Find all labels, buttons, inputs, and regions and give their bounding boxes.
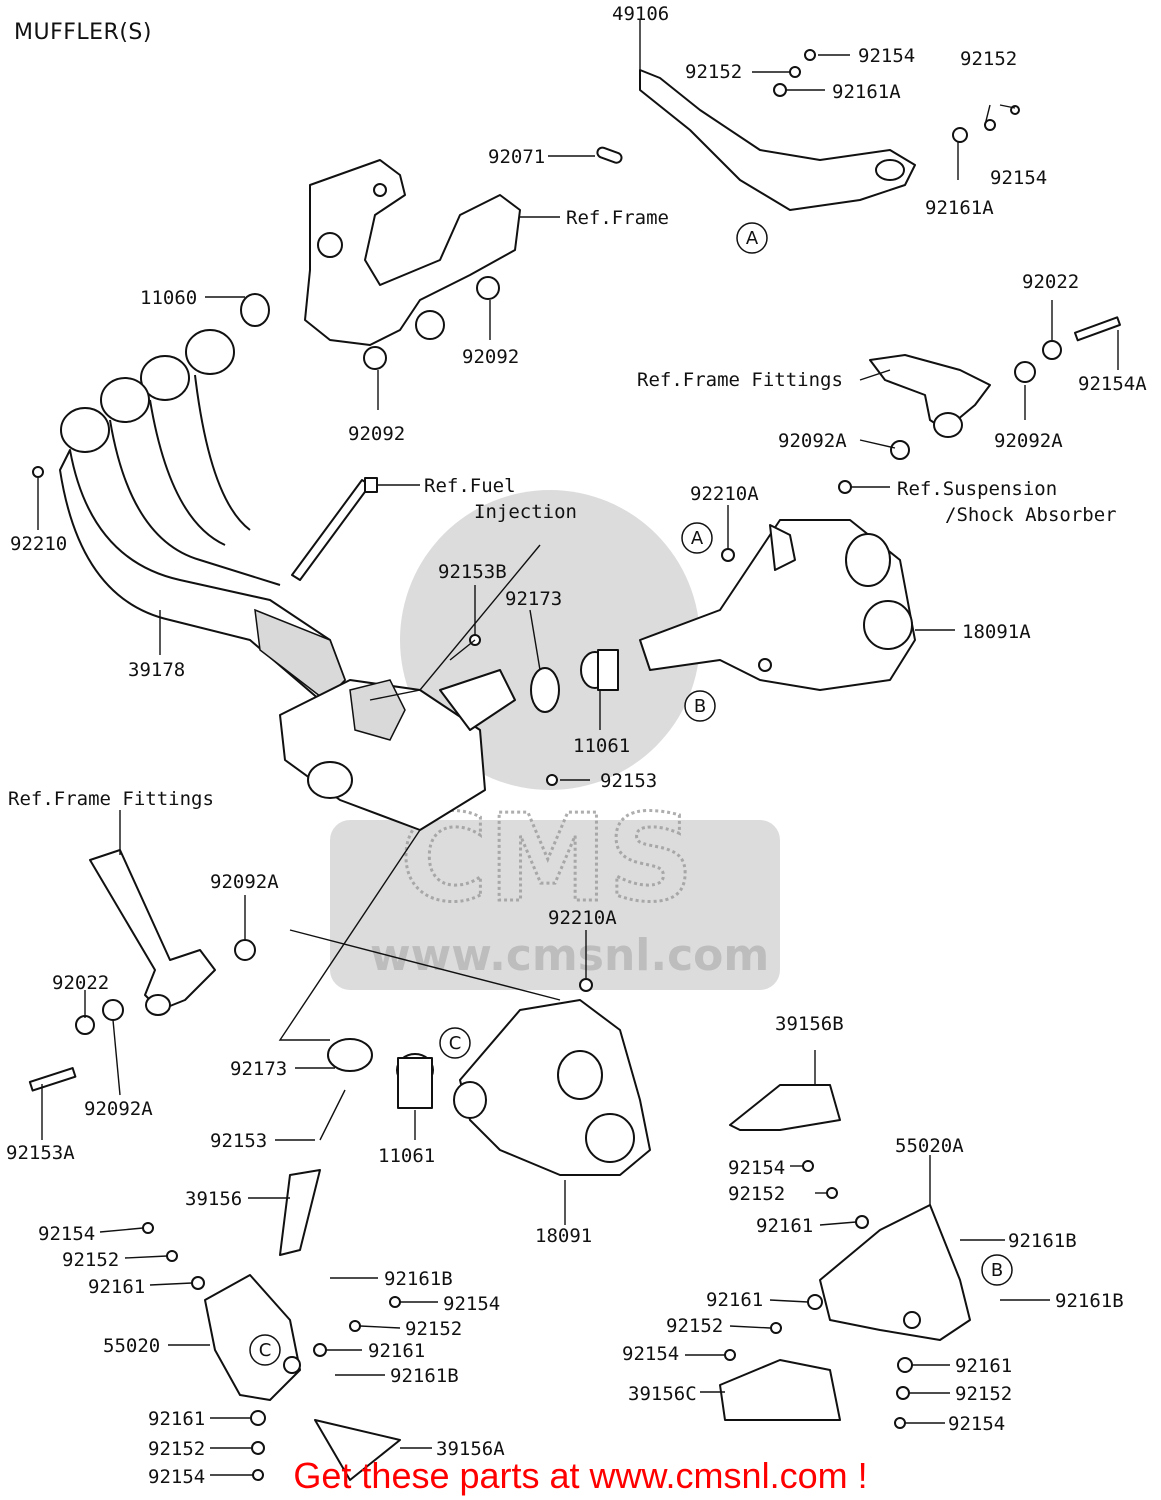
part-label: 92154: [443, 1293, 500, 1315]
pre-muffler-chamber: [279, 669, 516, 831]
part-label: 39156A: [436, 1438, 505, 1460]
clamp-lower: [319, 1038, 434, 1141]
part-label: Ref.Frame Fittings: [8, 788, 214, 810]
reference-marker: C: [259, 1340, 272, 1361]
part-label: 92210A: [548, 907, 617, 929]
heat-cover-49106: [596, 49, 1020, 211]
part-label: 11060: [140, 287, 197, 309]
part-label: 92152: [960, 48, 1017, 70]
part-label: 92154: [858, 45, 915, 67]
part-label: 92152: [666, 1315, 723, 1337]
reference-marker: B: [991, 1260, 1003, 1281]
part-label: Ref.Fuel: [424, 475, 516, 497]
part-label: 92154: [38, 1223, 95, 1245]
frame-fittings-upper: [838, 316, 1121, 494]
part-label: 92161B: [390, 1365, 459, 1387]
part-label: Injection: [474, 501, 577, 523]
frame-reference: [304, 159, 521, 370]
callout-labels: 49106 92154 92152 92152 92161A 92071 921…: [6, 3, 1147, 1488]
part-label: 92161A: [925, 197, 994, 219]
leader-lines: [37, 20, 1119, 1476]
part-label: 92022: [52, 972, 109, 994]
part-label: 92161B: [384, 1268, 453, 1290]
part-label: 92153A: [6, 1142, 75, 1164]
part-label: /Shock Absorber: [945, 504, 1117, 526]
part-label: 39178: [128, 659, 185, 681]
part-label: Ref.Frame Fittings: [637, 369, 843, 391]
reference-marker: A: [691, 528, 704, 549]
fasteners: [32, 466, 913, 1481]
part-label: 92152: [405, 1318, 462, 1340]
part-label: 92161: [756, 1215, 813, 1237]
part-label: 92210A: [690, 483, 759, 505]
page-title: MUFFLER(S): [14, 20, 152, 45]
part-label: 92092A: [210, 871, 279, 893]
part-label: 92161: [706, 1289, 763, 1311]
part-label: 92153B: [438, 561, 507, 583]
exhaust-header-39178: [59, 293, 346, 701]
part-label: 92092A: [84, 1098, 153, 1120]
part-label: 92092A: [778, 430, 847, 452]
part-label: 92092: [348, 423, 405, 445]
part-label: 92154: [148, 1466, 205, 1488]
part-label: Ref.Suspension: [897, 478, 1057, 500]
part-label: 49106: [612, 3, 669, 25]
part-label: 92161B: [1055, 1290, 1124, 1312]
part-label: 92161B: [1008, 1230, 1077, 1252]
part-label: 92152: [148, 1438, 205, 1460]
frame-fittings-lower: [28, 849, 256, 1092]
part-label: 92161A: [832, 81, 901, 103]
part-label: 92154: [622, 1343, 679, 1365]
muffler-18091: [453, 978, 651, 1176]
part-label: Ref.Frame: [566, 207, 669, 229]
part-label: 92154: [728, 1157, 785, 1179]
part-label: 92210: [10, 533, 67, 555]
cover-55020A: [719, 1084, 971, 1421]
watermark-url: www.cmsnl.com: [370, 930, 769, 981]
part-label: 92161: [955, 1355, 1012, 1377]
part-label: 92152: [685, 61, 742, 83]
part-label: 11061: [378, 1145, 435, 1167]
part-label: 39156B: [775, 1013, 844, 1035]
part-label: 39156: [185, 1188, 242, 1210]
part-label: 92154: [948, 1413, 1005, 1435]
part-label: 18091A: [962, 621, 1031, 643]
part-label: 92153: [210, 1130, 267, 1152]
part-label: 92153: [600, 770, 657, 792]
reference-marker: C: [449, 1033, 462, 1054]
part-label: 92092A: [994, 430, 1063, 452]
muffler-18091A: [639, 519, 916, 691]
cover-55020: [204, 1169, 401, 1481]
clamp-upper: [449, 634, 619, 713]
part-label: 92152: [955, 1383, 1012, 1405]
reference-marker: A: [746, 228, 759, 249]
part-label: 92154: [990, 167, 1047, 189]
part-label: 92173: [230, 1058, 287, 1080]
part-label: 92161: [148, 1408, 205, 1430]
part-label: 92152: [62, 1249, 119, 1271]
part-label: 92152: [728, 1183, 785, 1205]
part-label: 92071: [488, 146, 545, 168]
reference-marker: B: [694, 696, 706, 717]
part-label: 18091: [535, 1225, 592, 1247]
part-label: 55020A: [895, 1135, 964, 1157]
promo-link[interactable]: Get these parts at www.cmsnl.com !: [293, 1455, 868, 1496]
part-label: 92022: [1022, 271, 1079, 293]
reference-markers: A A B C C B: [249, 222, 1013, 1366]
part-label: 92161: [368, 1340, 425, 1362]
part-label: 11061: [573, 735, 630, 757]
part-label: 55020: [103, 1335, 160, 1357]
o2-sensor: [291, 477, 378, 581]
part-label: 92092: [462, 346, 519, 368]
part-label: 92154A: [1078, 373, 1147, 395]
part-label: 39156C: [628, 1383, 697, 1405]
part-label: 92173: [505, 588, 562, 610]
part-label: 92161: [88, 1276, 145, 1298]
